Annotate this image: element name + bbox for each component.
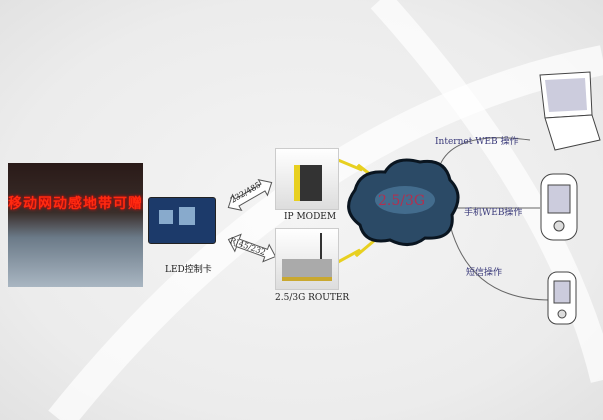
router-label: 2.5/3G ROUTER — [275, 293, 350, 303]
mobile-web-label: 手机WEB操作 — [464, 208, 523, 218]
wireless-link-icon — [337, 158, 376, 180]
led-scroll-text: 移动网动感地带可赠送50元 — [8, 196, 143, 212]
line-internet — [439, 137, 531, 166]
internet-web-label: Internet WEB 操作 — [435, 137, 519, 147]
ip-modem-label: IP MODEM — [284, 212, 337, 222]
led-controller-card-icon — [148, 197, 216, 244]
wireless-link-icon — [337, 238, 376, 264]
ip-modem-icon — [275, 148, 339, 210]
cloud-icon — [347, 158, 460, 246]
line-sms — [449, 224, 551, 301]
sms-phone-icon — [547, 271, 577, 325]
led-display-photo: 移动网动感地带可赠送50元 — [8, 163, 143, 287]
laptop-icon — [539, 71, 601, 151]
sms-label: 短信操作 — [466, 268, 503, 278]
phone-icon — [540, 173, 578, 241]
led-controller-label: LED控制卡 — [165, 265, 212, 275]
double-arrow-icon — [227, 178, 273, 212]
router-icon — [275, 228, 339, 290]
cloud-label: 2.5/3G — [378, 193, 426, 209]
